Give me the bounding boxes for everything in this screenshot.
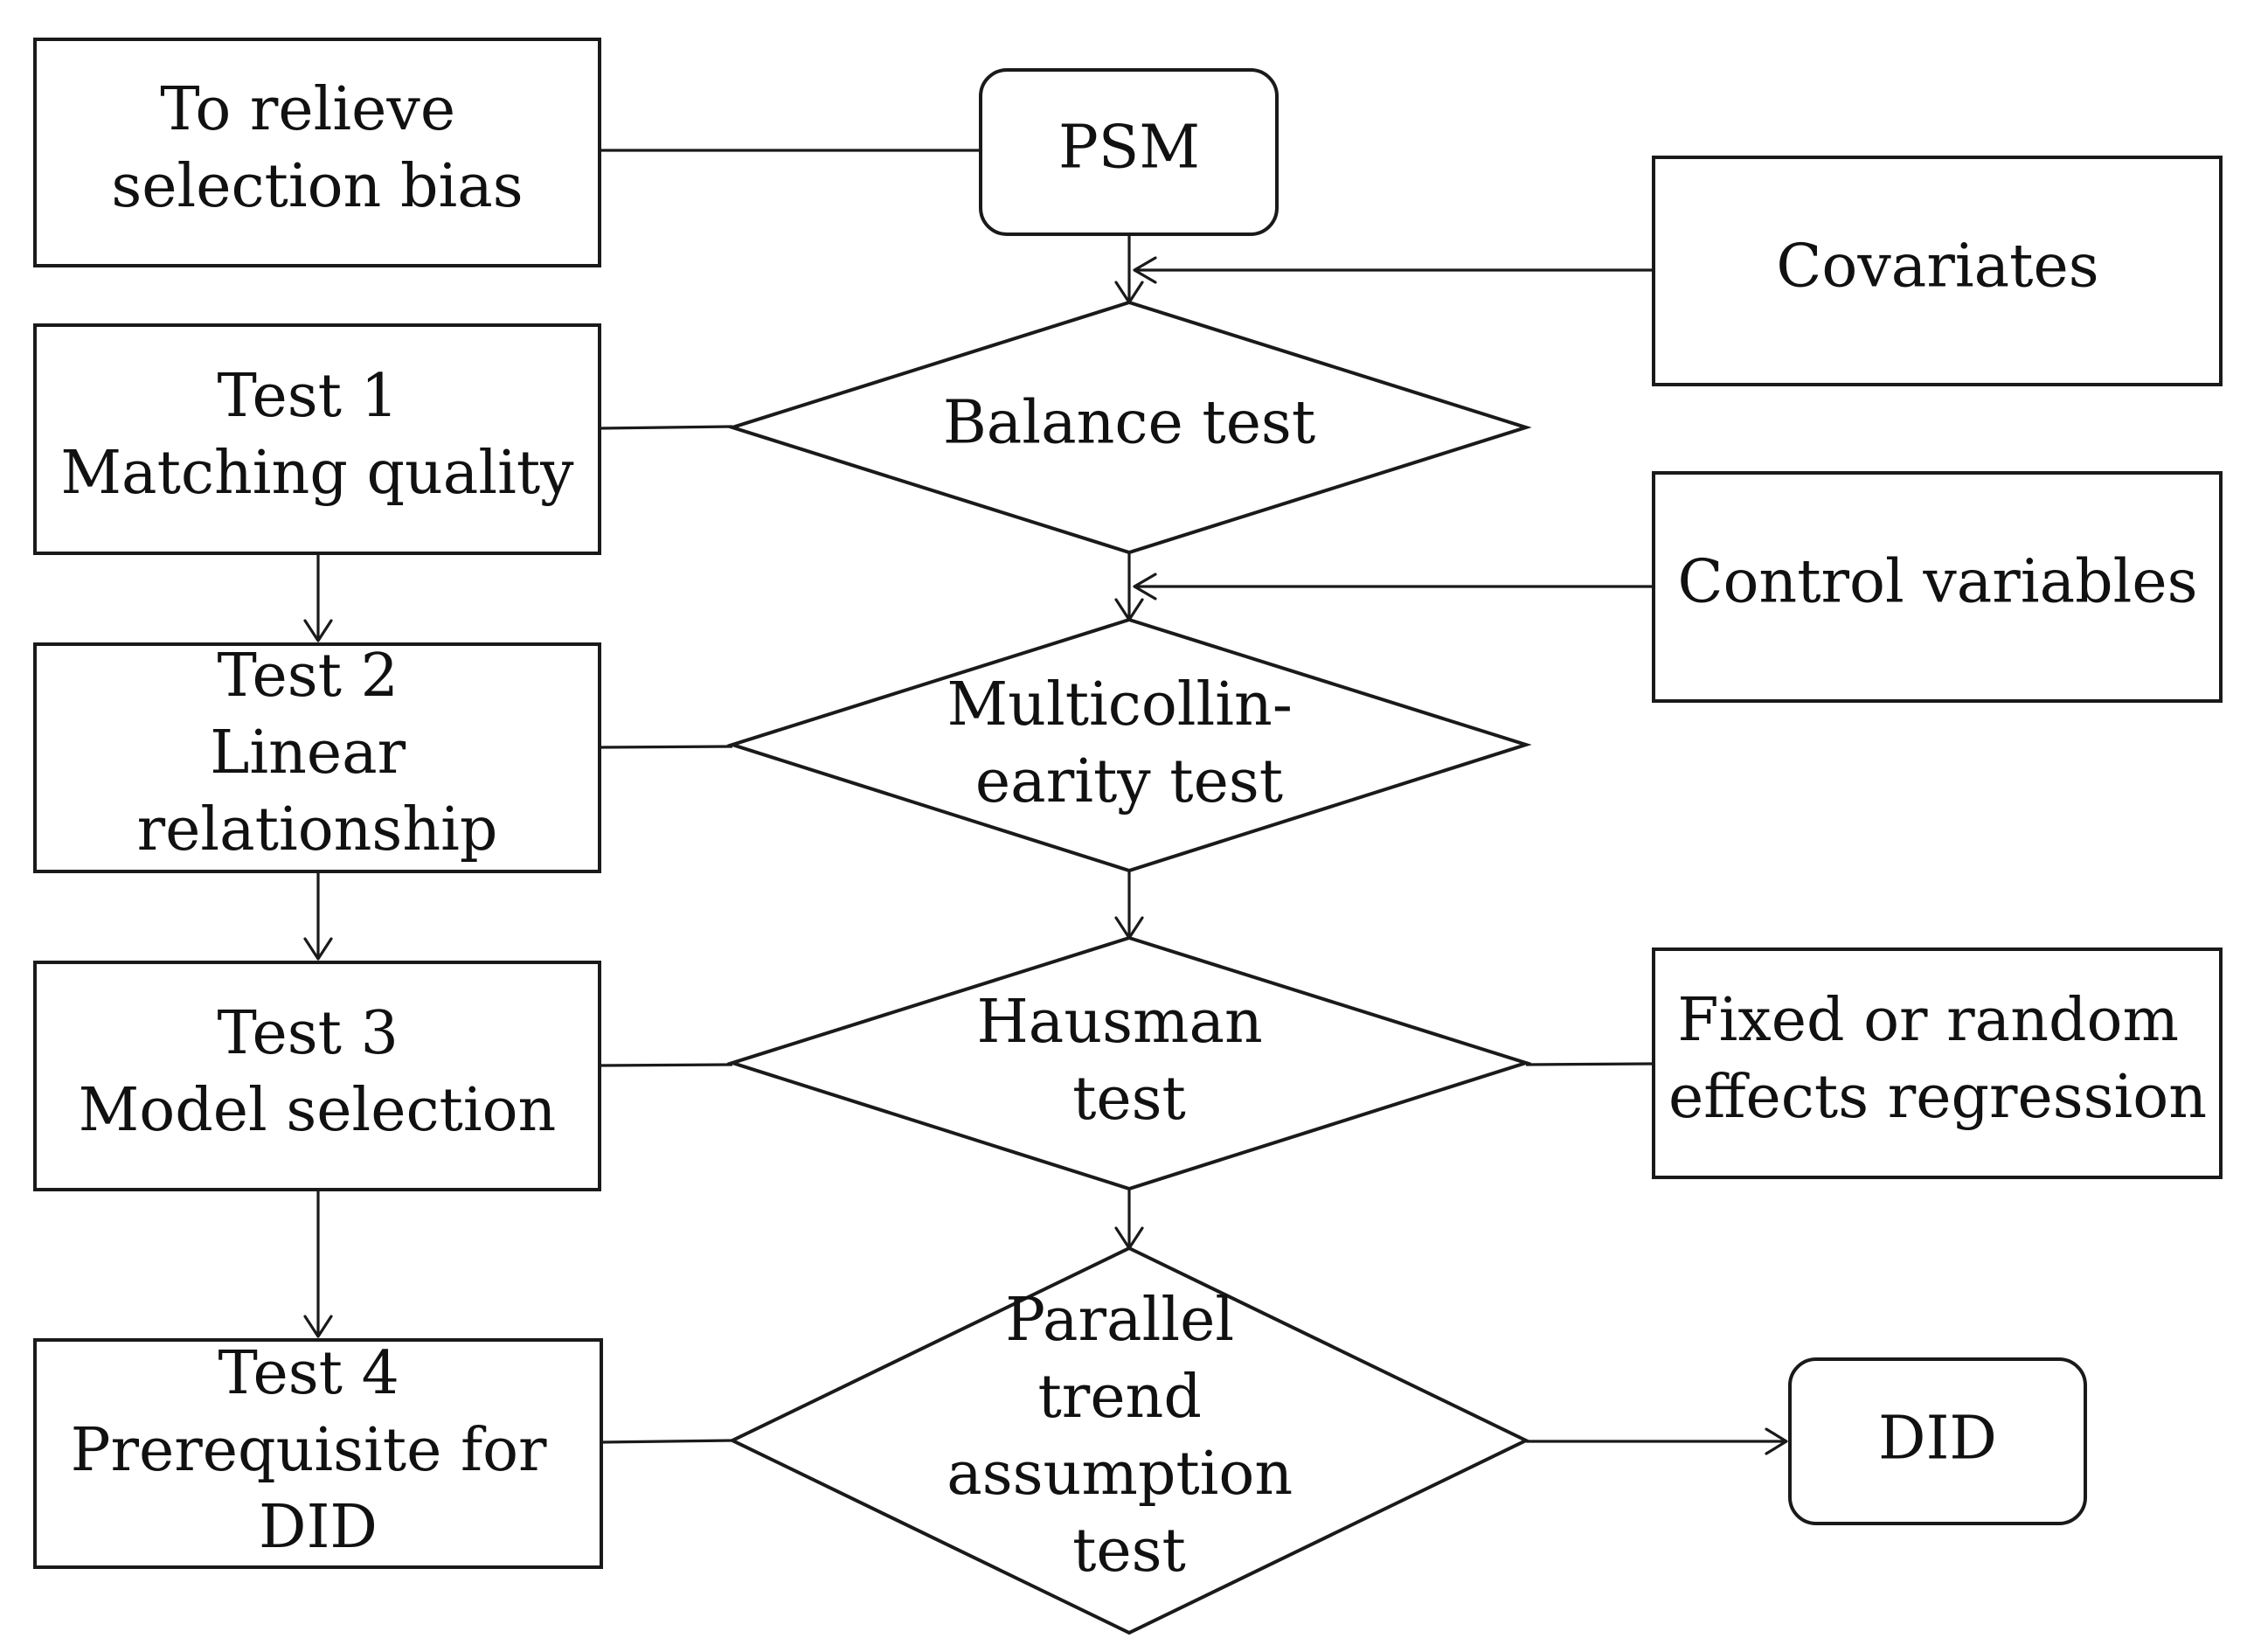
node-text-line: Multicollin-	[947, 670, 1293, 739]
svg-text:Parallel trend ass: Parallel trend assumption test	[947, 1286, 1312, 1586]
node-text-line: Parallel	[1005, 1286, 1234, 1355]
node-text-line: Test 2	[217, 642, 398, 711]
arrowhead-right-icon	[1765, 1427, 1788, 1455]
node-text-line: selection bias	[111, 152, 523, 221]
arrowhead-left-icon	[1133, 256, 1157, 284]
arrowhead-down-icon	[303, 937, 333, 961]
node-text-line: Fixed or random	[1677, 986, 2179, 1055]
node-balance-test: Balance test	[726, 300, 1532, 555]
node-text-line: Test 4	[218, 1339, 399, 1408]
arrowhead-down-icon	[303, 619, 333, 642]
node-text-line: Test 3	[217, 999, 398, 1068]
connectors	[316, 149, 1786, 1444]
node-text-line: PSM	[1058, 114, 1200, 183]
svg-text:Hausman test: Hausman test	[977, 988, 1282, 1134]
node-text-line: Control variables	[1677, 548, 2197, 617]
svg-text:Test 3 Model selection: Test 3 Model selection	[79, 999, 557, 1145]
svg-text:Test 2 Linear rela: Test 2 Linear relationship	[137, 642, 498, 864]
node-text-line: To relieve	[160, 75, 455, 144]
node-text-line: Balance test	[943, 389, 1315, 458]
connector-test2-to-multicollinearity	[599, 745, 733, 749]
svg-text:Test 4 Prerequisite for: Test 4 Prerequisite for DID	[71, 1339, 565, 1562]
node-text-line: assumption	[947, 1440, 1293, 1509]
node-hausman-test: Hausman test	[726, 935, 1532, 1191]
node-text-line: test	[1072, 1065, 1186, 1134]
node-text-line: earity test	[975, 747, 1283, 816]
node-parallel-trend-test: Parallel trend assumption test	[728, 1246, 1530, 1635]
connector-test4-to-parallel	[600, 1439, 733, 1444]
node-text-line: DID	[259, 1493, 378, 1562]
svg-text:To relieve selection bia: To relieve selection bias	[111, 75, 523, 221]
node-text-line: Hausman	[977, 988, 1263, 1057]
svg-text:Test 1 Matching quality: Test 1 Matching quality	[60, 362, 574, 508]
node-text-line: Model selection	[79, 1076, 557, 1145]
node-text-line: Linear	[210, 718, 406, 788]
node-psm: PSM	[979, 68, 1279, 236]
node-test2: Test 2 Linear relationship	[33, 642, 601, 873]
node-test1: Test 1 Matching quality	[33, 323, 601, 555]
node-covariates: Covariates	[1652, 156, 2223, 386]
svg-text:Multicollin- earity test: Multicollin- earity test	[947, 670, 1312, 816]
node-did: DID	[1788, 1357, 2087, 1525]
node-text-line: relationship	[137, 795, 498, 864]
node-text-line: Matching quality	[60, 439, 574, 508]
node-text-line: Prerequisite for	[71, 1416, 547, 1485]
node-text-line: Test 1	[217, 362, 398, 431]
node-text-line: trend	[1037, 1363, 1201, 1432]
arrowhead-down-icon	[303, 1315, 333, 1338]
node-text-line: Covariates	[1776, 233, 2098, 302]
node-test4: Test 4 Prerequisite for DID	[33, 1338, 603, 1569]
svg-text:Fixed or random effects: Fixed or random effects regression	[1668, 986, 2207, 1132]
node-test3: Test 3 Model selection	[33, 961, 601, 1191]
connector-hausman-to-fixed-random	[1525, 1062, 1654, 1066]
arrowhead-left-icon	[1133, 573, 1157, 600]
node-multicollinearity-test: Multicollin- earity test	[726, 617, 1532, 873]
node-text-line: test	[1072, 1517, 1186, 1586]
node-text-line: DID	[1878, 1405, 1997, 1474]
node-text-line: effects regression	[1668, 1063, 2207, 1132]
node-control-variables: Control variables	[1652, 471, 2223, 703]
connector-test1-to-balance	[599, 425, 733, 430]
node-relieve-bias: To relieve selection bias	[33, 38, 601, 267]
node-fixed-random-effects: Fixed or random effects regression	[1652, 947, 2223, 1179]
